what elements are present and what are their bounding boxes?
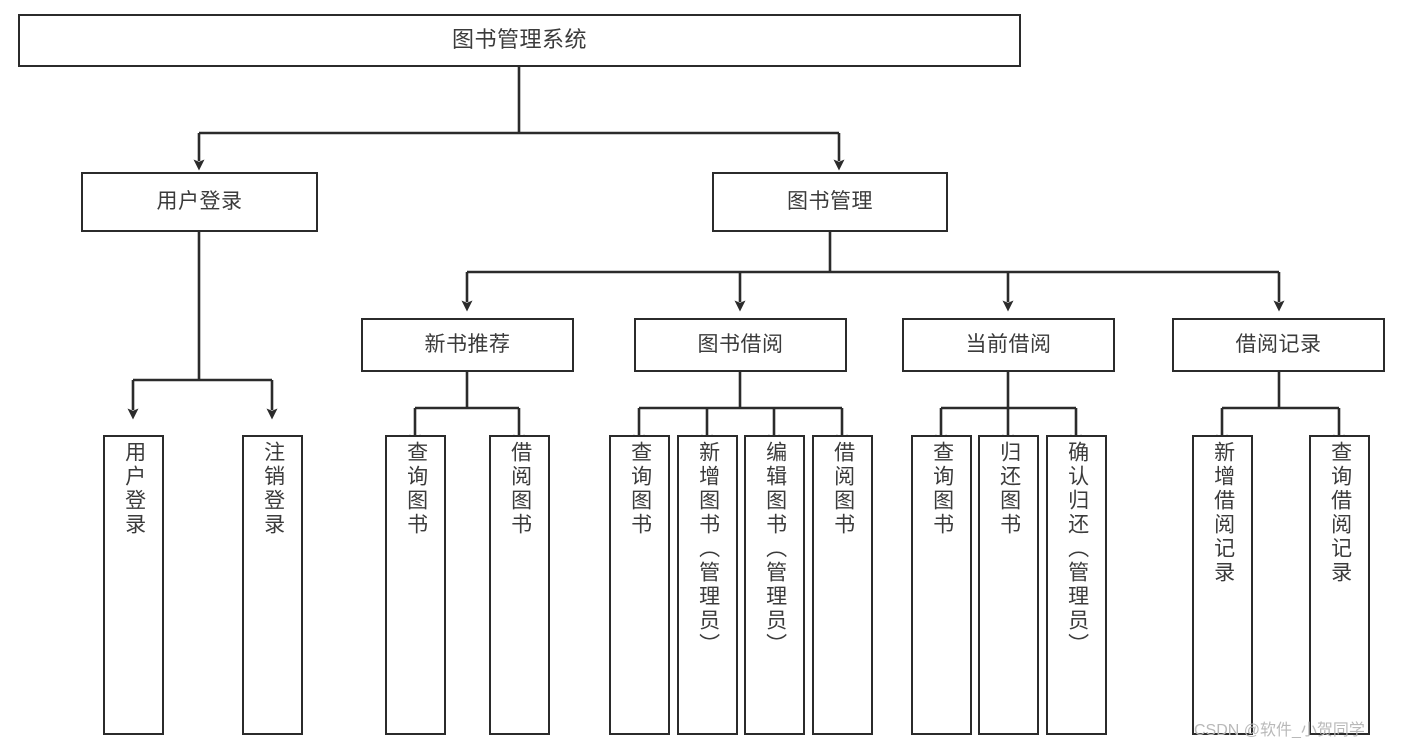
leaf-query-record[interactable]: 查询借阅记录 (1309, 435, 1370, 735)
leaf-add-record-label: 新增借阅记录 (1211, 441, 1235, 585)
node-user-login[interactable]: 用户登录 (81, 172, 318, 232)
node-current-borrow[interactable]: 当前借阅 (902, 318, 1115, 372)
watermark: CSDN @软件_小贺同学 (1194, 716, 1365, 740)
leaf-query-book-1[interactable]: 查询图书 (385, 435, 446, 735)
node-root-label: 图书管理系统 (451, 27, 587, 53)
leaf-borrow-book-2[interactable]: 借阅图书 (812, 435, 873, 735)
node-borrow-record[interactable]: 借阅记录 (1172, 318, 1385, 372)
leaf-logout-label: 注销登录 (261, 441, 285, 537)
node-book-borrow-label: 图书借阅 (697, 333, 784, 357)
watermark-text: CSDN @软件_小贺同学 (1194, 722, 1365, 739)
node-new-book-recommend[interactable]: 新书推荐 (361, 318, 574, 372)
leaf-query-book-2-label: 查询图书 (628, 441, 652, 537)
leaf-add-book[interactable]: 新增图书（管理员） (677, 435, 738, 735)
leaf-borrow-book-1[interactable]: 借阅图书 (489, 435, 550, 735)
leaf-return-book-label: 归还图书 (997, 441, 1021, 537)
node-book-manage[interactable]: 图书管理 (712, 172, 948, 232)
leaf-edit-book[interactable]: 编辑图书（管理员） (744, 435, 805, 735)
node-borrow-record-label: 借阅记录 (1235, 333, 1322, 357)
node-book-borrow[interactable]: 图书借阅 (634, 318, 847, 372)
leaf-query-record-label: 查询借阅记录 (1328, 441, 1352, 585)
node-new-book-recommend-label: 新书推荐 (424, 333, 511, 357)
leaf-query-book-2[interactable]: 查询图书 (609, 435, 670, 735)
leaf-confirm-return-label: 确认归还（管理员） (1065, 441, 1089, 657)
leaf-borrow-book-1-label: 借阅图书 (508, 441, 532, 537)
leaf-query-book-1-label: 查询图书 (404, 441, 428, 537)
leaf-confirm-return[interactable]: 确认归还（管理员） (1046, 435, 1107, 735)
leaf-logout[interactable]: 注销登录 (242, 435, 303, 735)
leaf-add-record[interactable]: 新增借阅记录 (1192, 435, 1253, 735)
leaf-return-book[interactable]: 归还图书 (978, 435, 1039, 735)
leaf-borrow-book-2-label: 借阅图书 (831, 441, 855, 537)
node-root[interactable]: 图书管理系统 (18, 14, 1021, 67)
leaf-edit-book-label: 编辑图书（管理员） (763, 441, 787, 657)
leaf-add-book-label: 新增图书（管理员） (696, 441, 720, 657)
leaf-user-login[interactable]: 用户登录 (103, 435, 164, 735)
node-user-login-label: 用户登录 (156, 190, 243, 214)
leaf-query-book-3[interactable]: 查询图书 (911, 435, 972, 735)
node-book-manage-label: 图书管理 (787, 190, 873, 214)
leaf-query-book-3-label: 查询图书 (930, 441, 954, 537)
node-current-borrow-label: 当前借阅 (965, 333, 1052, 357)
leaf-user-login-label: 用户登录 (122, 441, 146, 537)
